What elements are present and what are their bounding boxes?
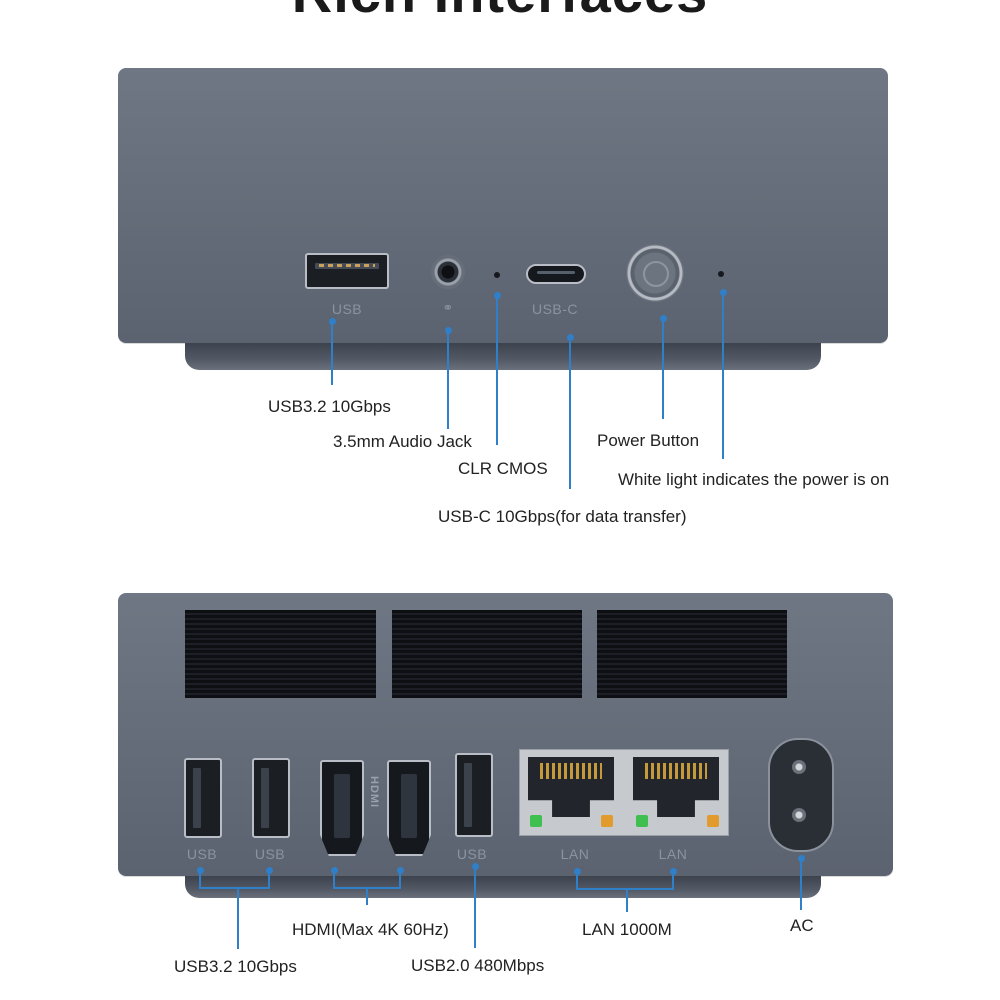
lan-label-2: LAN [658,846,688,862]
rear-usb-label-1: USB [186,846,218,862]
front-panel [118,68,888,343]
callout-usb20: USB2.0 480Mbps [411,956,545,975]
front-base [185,343,821,370]
front-usb-label: USB [331,301,363,317]
callout-ac: AC [790,916,814,935]
callout-lan: LAN 1000M [582,920,672,939]
audio-jack[interactable] [431,255,465,289]
power-button[interactable] [626,244,684,302]
hdmi-logo: HDMI [368,776,380,809]
callout-rear-usb32: USB3.2 10Gbps [174,957,297,976]
rear-base [185,876,821,898]
ac-pin-top [792,760,806,774]
ac-power-socket[interactable] [768,738,834,852]
rear-usb-label-3: USB [456,846,488,862]
vent-right [597,610,787,698]
callout-front-usb-c: USB-C 10Gbps(for data transfer) [438,507,687,526]
callout-power-button: Power Button [597,431,700,450]
lan-label-1: LAN [560,846,590,862]
lan-2-led-orange [707,815,719,827]
lan-2-led-green [636,815,648,827]
vent-left [185,610,376,698]
callout-clr-cmos: CLR CMOS [458,459,548,478]
vent-center [392,610,582,698]
headphone-icon: ⚭ [442,300,454,315]
page-title: Rich Interfaces [0,0,1000,25]
ac-pin-bottom [792,808,806,822]
hdmi-port-2[interactable] [387,760,431,856]
front-usb-c-port[interactable] [526,264,586,284]
front-usb-port[interactable] [305,253,389,289]
power-led [718,271,724,277]
rear-usb-label-2: USB [254,846,286,862]
rear-usb-port-2[interactable] [252,758,290,838]
lan-1-led-green [530,815,542,827]
hdmi-port-1[interactable] [320,760,364,856]
callout-hdmi: HDMI(Max 4K 60Hz) [292,920,449,939]
callout-power-light: White light indicates the power is on [618,470,890,489]
front-usb-c-label: USB-C [531,301,579,317]
callout-front-usb32: USB3.2 10Gbps [268,397,391,416]
clr-cmos-pinhole[interactable] [494,272,500,278]
lan-1-led-orange [601,815,613,827]
rear-usb-port-1[interactable] [184,758,222,838]
rear-usb-port-3[interactable] [455,753,493,837]
callout-audio-jack: 3.5mm Audio Jack [333,432,472,451]
